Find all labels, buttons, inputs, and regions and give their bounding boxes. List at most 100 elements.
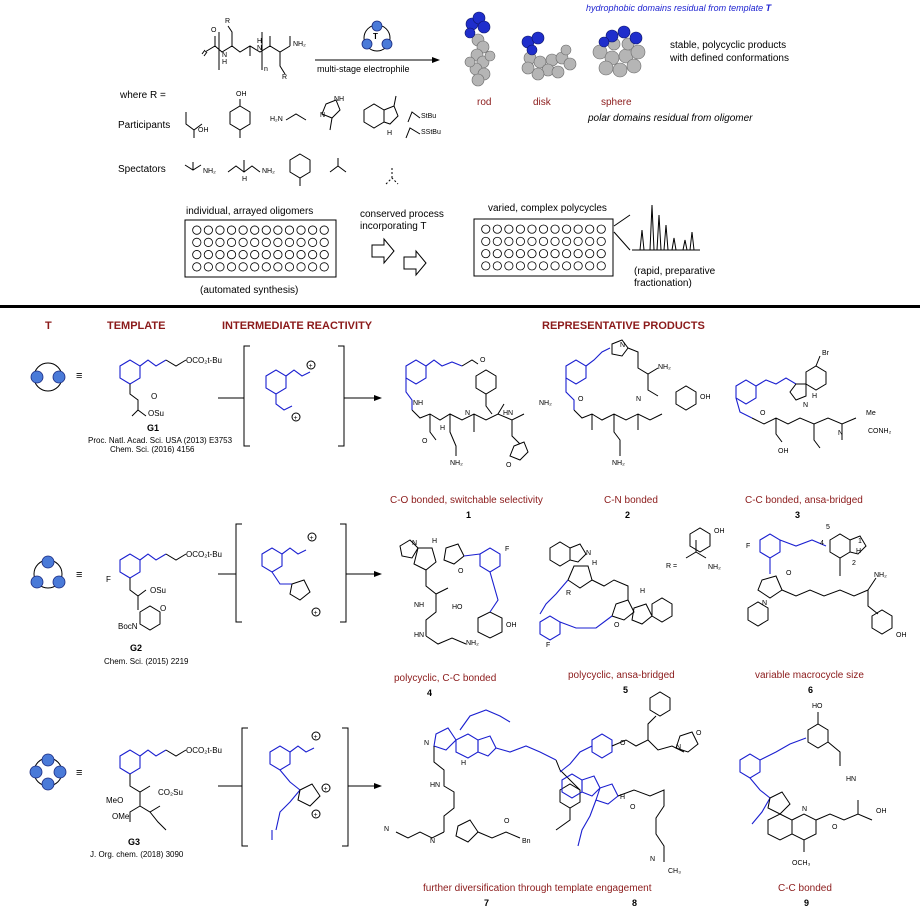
p1-label-1: NH [413, 400, 424, 407]
oligomer-plate-well [215, 225, 225, 235]
oligomer-plate-well [261, 262, 271, 272]
template-g2-group-2: F [106, 575, 111, 584]
p9-label-5: O [832, 824, 838, 831]
p1-label-5: H [440, 425, 446, 432]
product-5-number: 5 [623, 685, 629, 695]
oligomer-plate-well [203, 237, 213, 247]
p5-label-5: NH₂ [708, 564, 721, 571]
product-6-caption: variable macrocycle size [755, 670, 864, 681]
template-id-g3: G3 [128, 837, 141, 847]
polycycle-plate-well [538, 236, 549, 246]
product-6-structure [747, 533, 893, 635]
product-8-structure [559, 691, 699, 862]
p6-label-9: O [786, 570, 792, 577]
polycycle-plate-well [573, 236, 583, 246]
oligomer-plate-well [273, 250, 283, 260]
p9-label-2: OH [876, 808, 887, 815]
template-g2-group-3: BocN [118, 622, 138, 631]
oligomer-plate-well [226, 237, 237, 247]
p8-label-0: O [620, 740, 626, 747]
section-divider [0, 305, 920, 308]
equiv-g2: ≡ [76, 569, 83, 581]
oligomer-plate-well [319, 262, 329, 272]
oligomer-plate-well [192, 262, 202, 272]
oligomer-plate-well [192, 225, 202, 235]
product-7-number: 7 [484, 898, 490, 908]
polycycle-plate-well [515, 224, 525, 234]
stable-caption-1: stable, polycyclic products [670, 40, 787, 51]
automated-synthesis-label: (automated synthesis) [200, 285, 299, 296]
oligomer-plate-well [284, 237, 295, 247]
polycycle-plate-well [585, 249, 595, 259]
header-products: REPRESENTATIVE PRODUCTS [542, 320, 705, 332]
oligomer-plate-well [284, 225, 295, 235]
oligomer-plate-well [284, 250, 295, 260]
polycycle-plate-well [504, 224, 514, 234]
p5-label-4: OH [714, 528, 725, 535]
template-g2-group-1: OSu [150, 586, 167, 595]
polycycle-plate-well [573, 261, 583, 271]
product-8-number: 8 [632, 898, 638, 908]
template-g3-group-2: MeO [106, 796, 124, 805]
p5-label-2: R [566, 590, 572, 597]
p3-label-5: CONH₂ [868, 428, 892, 435]
p3-label-6: OH [778, 448, 789, 455]
product-9-structure [739, 712, 873, 852]
polycycle-plate-well [585, 224, 595, 234]
p3-label-4: N [838, 430, 844, 437]
shape-rod-model [464, 11, 496, 87]
side-sstbu-label: SStBu [421, 129, 441, 136]
p9-label-4: N [802, 806, 808, 813]
polycycle-plate-well [527, 236, 537, 246]
conserved-process-label-1: conserved process [360, 209, 444, 220]
p7-label-2: HN [430, 782, 441, 789]
side-oh-label: OH [198, 127, 209, 134]
svg-text:+: + [309, 363, 313, 370]
svg-text:+: + [314, 610, 318, 617]
template-id-g2: G2 [130, 643, 143, 653]
intermediate-bracket-g3: + + + [218, 727, 382, 847]
p1-label-0: O [480, 357, 486, 364]
p1-label-3: HN [503, 410, 514, 417]
template-g3-group-3: OMe [112, 812, 130, 821]
p1-label-6: O [422, 438, 428, 445]
polycycle-plate-well [562, 236, 572, 246]
polycycle-plate-well [550, 224, 560, 234]
polycycle-plate-well [538, 249, 549, 259]
polycycle-plate-well [492, 249, 502, 259]
template-t-icon-g2 [30, 555, 66, 589]
header-intermediate: INTERMEDIATE REACTIVITY [222, 320, 373, 332]
polycycle-well-plate [473, 218, 614, 277]
oligomer-plate-well [284, 262, 295, 272]
p8-label-3: H [620, 794, 626, 801]
p5-label-6: H [640, 588, 646, 595]
reagent-t-icon [361, 20, 393, 52]
oligomer-plate-well [308, 225, 318, 235]
polycycle-plate-well [550, 236, 560, 246]
product-2-number: 2 [625, 510, 631, 520]
polycycle-plate-well [492, 236, 502, 246]
p6-label-3: H [856, 548, 862, 555]
oligomer-n: n [264, 66, 268, 73]
p5-label-8: F [546, 642, 551, 649]
polycycle-plate-well [515, 236, 525, 246]
intermediate-bracket-g1: + + [218, 345, 382, 447]
product-4-number: 4 [427, 688, 433, 698]
p4-label-0: N [412, 540, 418, 547]
polycycle-plate-well [481, 236, 491, 246]
p2-label-1: N [636, 396, 642, 403]
p1-label-2: NH₂ [539, 400, 552, 407]
shape-rod-label: rod [477, 97, 492, 108]
p5-label-3: R = [666, 563, 678, 570]
p3-label-1: N [803, 402, 809, 409]
p1-label-8: O [506, 462, 512, 469]
svg-text:+: + [314, 812, 318, 819]
oligomer-plate-well [226, 250, 237, 260]
p3-label-2: H [812, 393, 818, 400]
p9-label-1: HN [846, 776, 857, 783]
oligomer-plate-well [226, 262, 237, 272]
oligomer-plate-well [308, 250, 318, 260]
oligomer-plate-well [203, 250, 213, 260]
polycycle-plate-well [585, 261, 595, 271]
polycycle-plate-well [527, 224, 537, 234]
